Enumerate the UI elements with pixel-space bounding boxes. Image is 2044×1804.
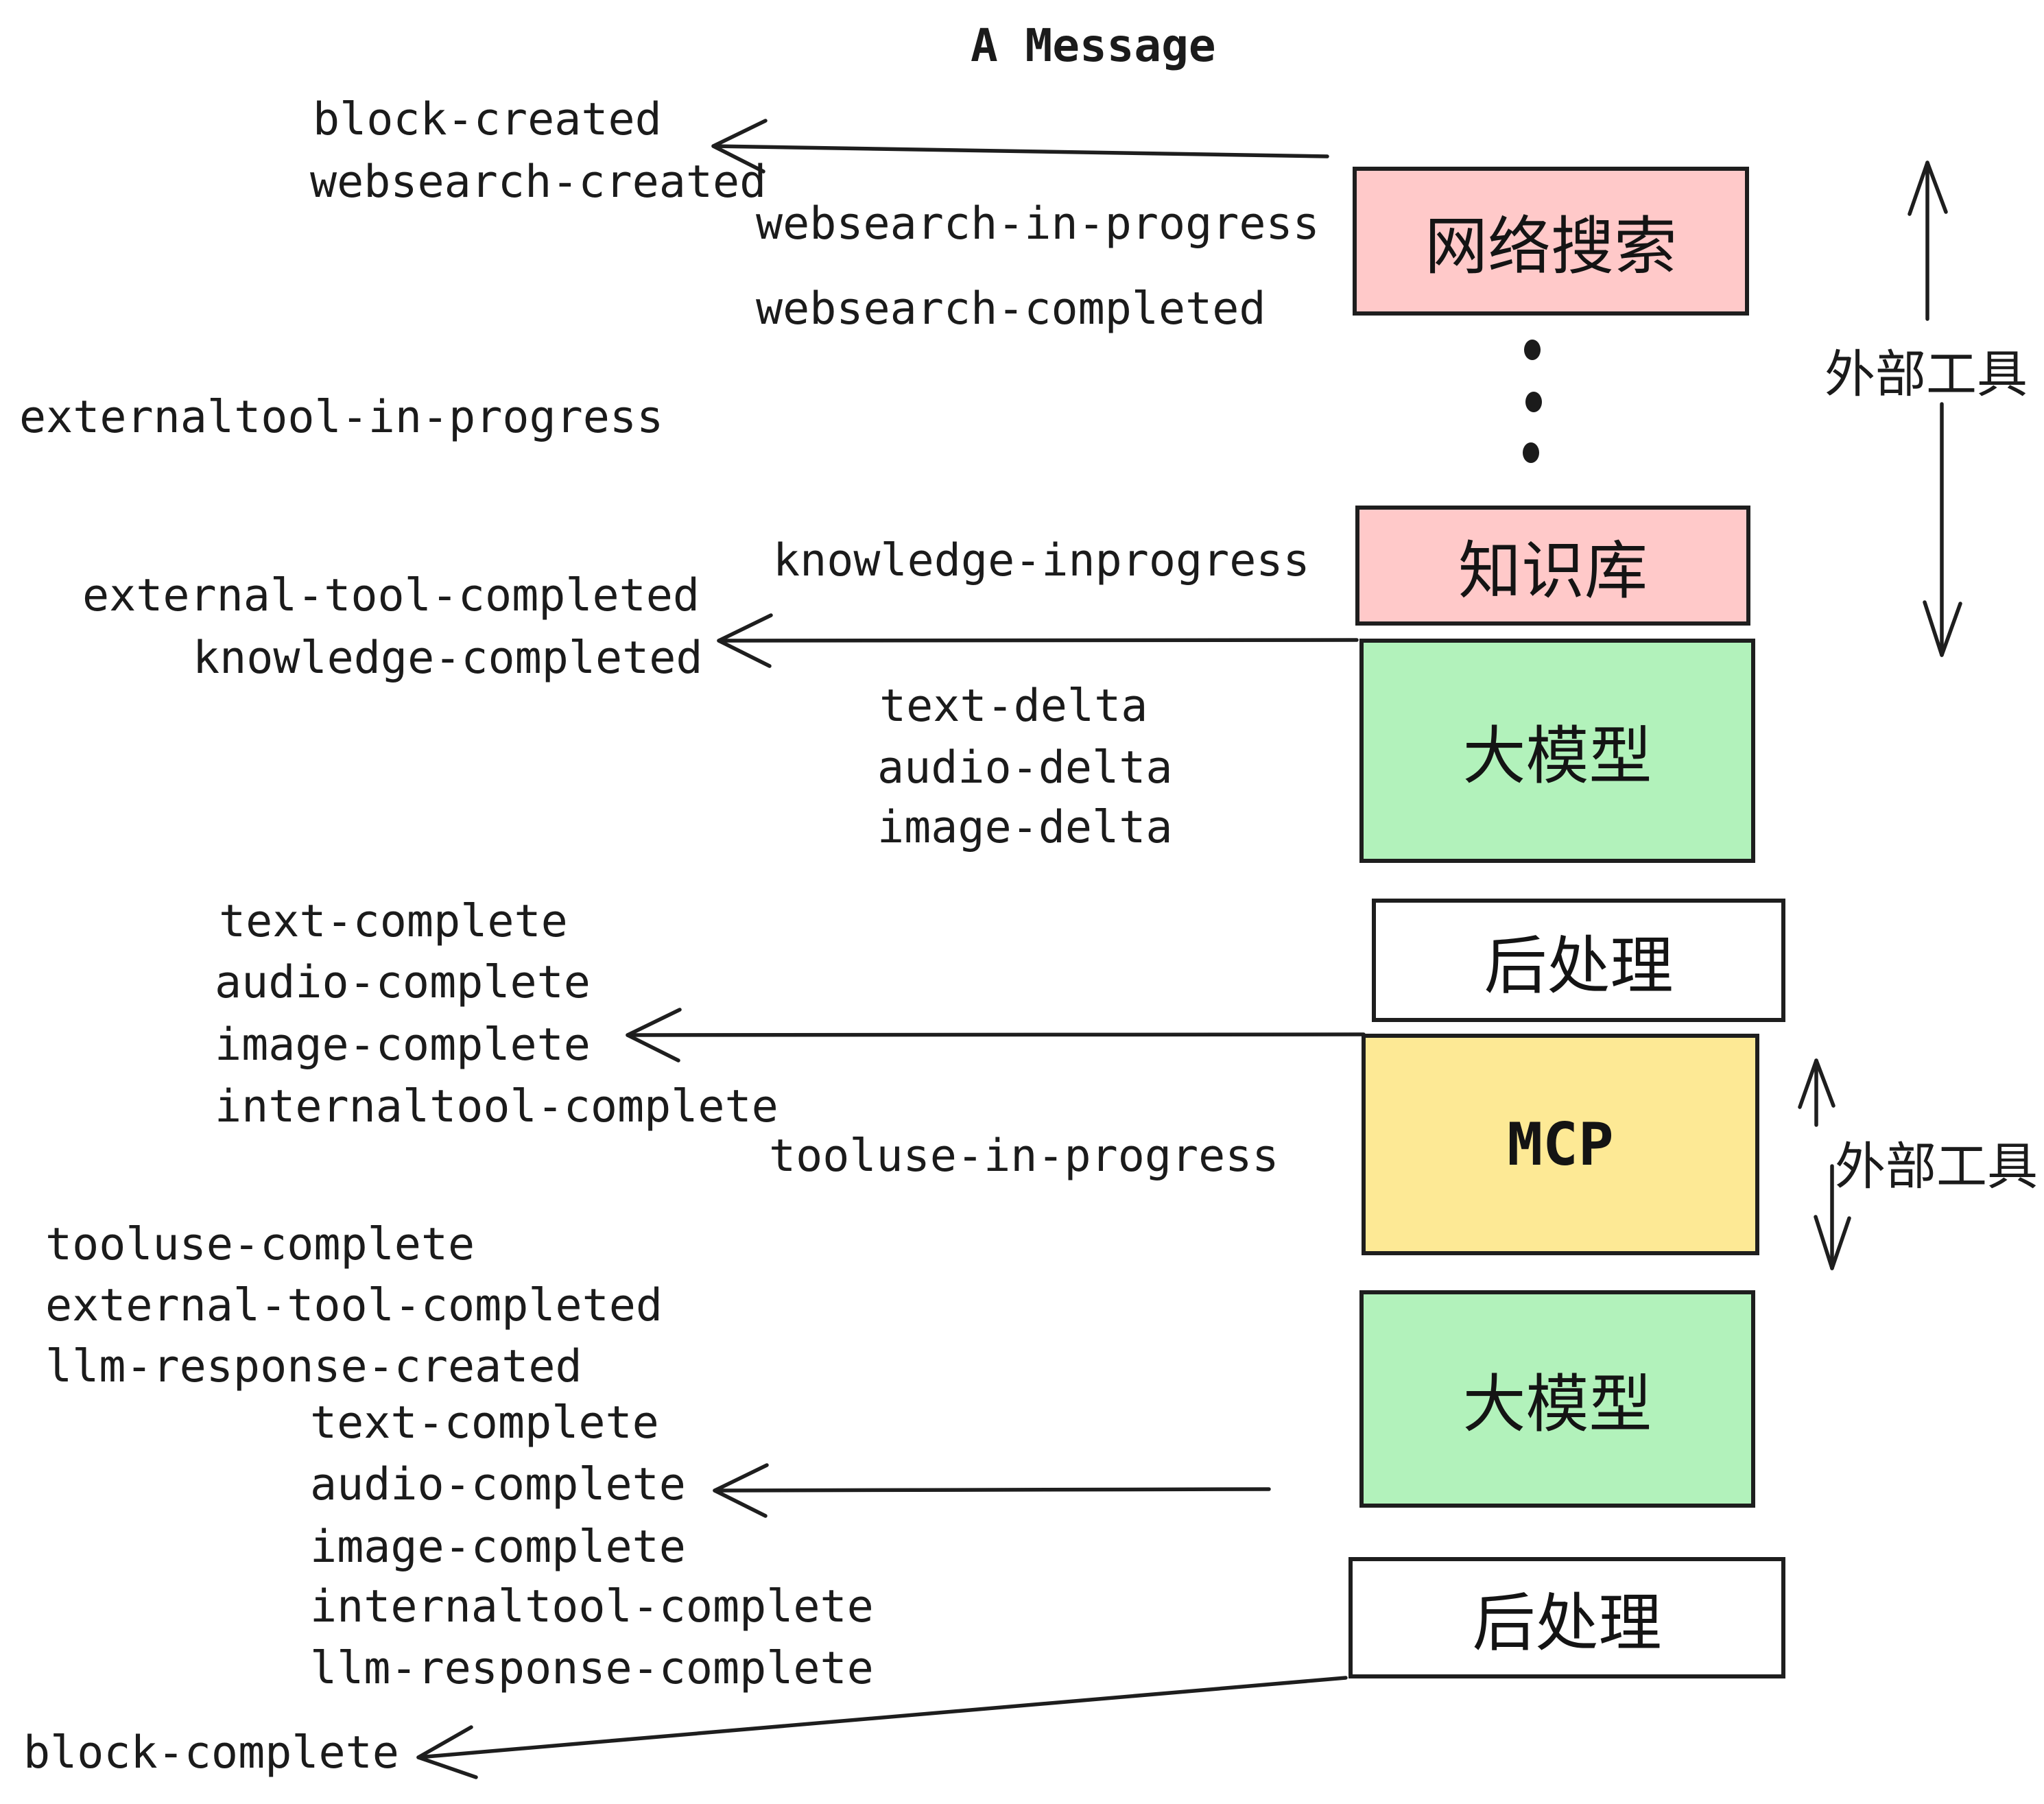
node-postprocess-bottom: 后处理 [1348,1557,1785,1678]
event-internaltool-complete-2: internaltool-complete [310,1581,874,1633]
node-postprocess-top: 后处理 [1372,899,1785,1022]
node-websearch: 网络搜索 [1353,167,1749,316]
event-knowledge-completed: knowledge-completed [193,632,703,684]
event-tooluse-in-progress: tooluse-in-progress [769,1130,1279,1182]
node-llm-top: 大模型 [1359,639,1755,863]
vertical-ellipsis-icon [1523,340,1542,463]
event-internaltool-complete: internaltool-complete [215,1081,779,1132]
event-text-delta: text-delta [879,680,1148,732]
node-llm-top-label: 大模型 [1462,722,1652,792]
arrow-llm-to-knowledge-completed [717,613,1359,668]
node-llm-bottom: 大模型 [1359,1290,1755,1508]
event-externaltool-in-progress: externaltool-in-progress [19,392,664,443]
external-tools-top-down-arrow [1923,402,1962,657]
event-block-complete: block-complete [23,1727,399,1779]
event-tooluse-complete: tooluse-complete [45,1219,475,1270]
event-audio-complete: audio-complete [215,957,591,1008]
arrow-websearch-to-block-created [711,119,1329,174]
event-external-tool-completed: external-tool-completed [82,570,700,621]
event-knowledge-inprogress: knowledge-inprogress [773,535,1310,586]
event-websearch-in-progress: websearch-in-progress [756,198,1320,250]
node-knowledge-base: 知识库 [1355,506,1750,626]
node-mcp: MCP [1362,1034,1759,1255]
node-mcp-label: MCP [1507,1110,1614,1179]
event-llm-response-created: llm-response-created [45,1341,582,1392]
event-external-tool-completed-2: external-tool-completed [45,1280,663,1331]
node-llm-bottom-label: 大模型 [1462,1370,1652,1440]
external-tools-mcp-up-arrow [1798,1058,1835,1127]
node-websearch-label: 网络搜索 [1424,212,1677,282]
arrow-llm2-to-audio-complete [713,1463,1271,1518]
event-image-complete-2: image-complete [310,1521,686,1573]
external-tools-top-up-arrow [1908,161,1948,321]
node-knowledge-base-label: 知识库 [1458,536,1648,606]
external-tools-mcp-label: 外部工具 [1835,1138,2038,1195]
event-image-complete: image-complete [215,1019,591,1071]
event-websearch-created: websearch-created [310,156,767,208]
diagram-title: A Message [971,19,1216,72]
node-postprocess-top-label: 后处理 [1484,931,1674,1001]
node-postprocess-bottom-label: 后处理 [1472,1589,1662,1659]
event-text-complete-2: text-complete [310,1397,659,1449]
event-image-delta: image-delta [877,802,1173,853]
external-tools-top-label: 外部工具 [1825,346,2028,403]
event-text-complete: text-complete [219,896,568,947]
event-websearch-completed: websearch-completed [756,283,1266,335]
arrow-mcp-to-image-complete [626,1008,1366,1063]
event-block-created: block-created [313,94,662,145]
event-audio-complete-2: audio-complete [310,1459,686,1510]
event-audio-delta: audio-delta [877,742,1173,794]
event-llm-response-complete: llm-response-complete [310,1643,874,1694]
